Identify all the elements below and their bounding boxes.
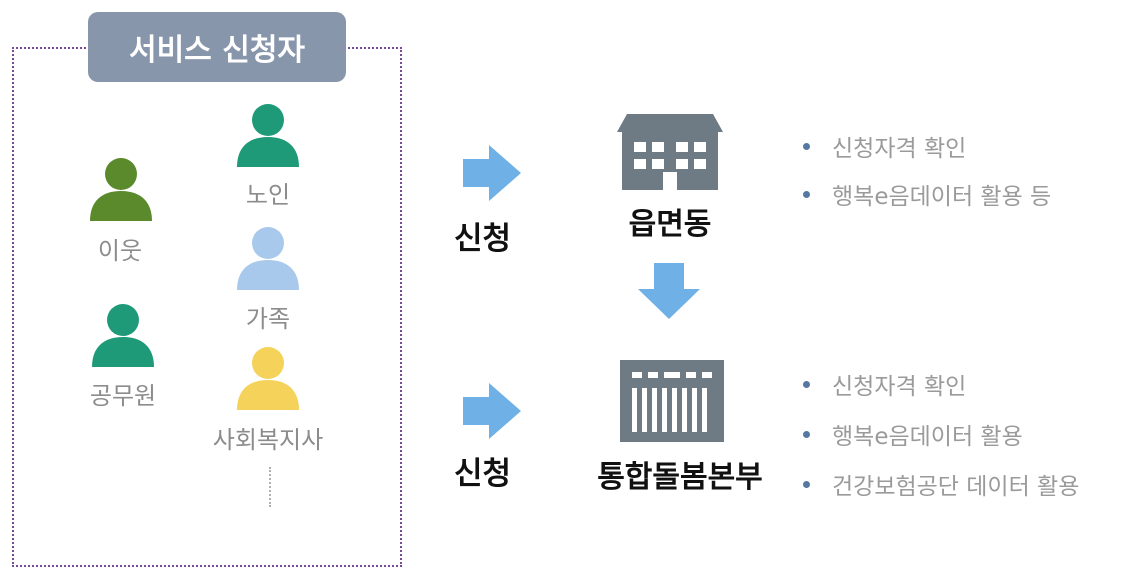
person-svg (237, 347, 299, 410)
list-item: 신청자격 확인 (803, 130, 1051, 162)
bullet-dot-icon (803, 190, 810, 198)
arrow-right-icon (463, 383, 521, 439)
person-svg (237, 227, 299, 290)
bullet-dot-icon (803, 142, 810, 150)
task-text: 행복e음데이터 활용 등 (832, 184, 1052, 210)
applicant-frame (12, 47, 402, 567)
person-label-neighbor: 이웃 (97, 237, 143, 265)
more-ellipsis (269, 467, 273, 507)
person-icon-official (92, 303, 154, 367)
apply-label: 신청 (454, 221, 512, 257)
task-text: 신청자격 확인 (832, 136, 967, 162)
government-building-icon (620, 360, 724, 442)
task-list-bottom: 신청자격 확인 행복e음데이터 활용 건강보험공단 데이터 활용 (803, 368, 1079, 500)
list-item: 신청자격 확인 (803, 368, 1079, 400)
person-label-elderly: 노인 (245, 181, 291, 209)
applicant-frame-title: 서비스 신청자 (88, 12, 346, 82)
task-text: 신청자격 확인 (832, 374, 967, 400)
arrow-down-icon (638, 263, 700, 319)
person-icon-family (237, 226, 299, 290)
task-text: 건강보험공단 데이터 활용 (832, 474, 1080, 500)
person-svg (92, 304, 154, 367)
person-svg (90, 158, 152, 221)
person-icon-social-worker (237, 346, 299, 410)
office-name-top: 읍면동 (628, 207, 712, 242)
task-list-top: 신청자격 확인 행복e음데이터 활용 등 (803, 130, 1051, 210)
building-icon (617, 114, 723, 190)
person-svg (237, 104, 299, 167)
bullet-dot-icon (803, 430, 810, 438)
person-label-social-worker: 사회복지사 (212, 426, 324, 454)
list-item: 건강보험공단 데이터 활용 (803, 468, 1079, 500)
bullet-dot-icon (803, 380, 810, 388)
task-text: 행복e음데이터 활용 (832, 424, 1023, 450)
person-label-official: 공무원 (89, 382, 157, 410)
arrow-right-icon (463, 145, 521, 201)
bullet-dot-icon (803, 480, 810, 488)
person-icon-elderly (237, 103, 299, 167)
office-name-bottom: 통합돌봄본부 (597, 460, 763, 495)
apply-label: 신청 (454, 456, 512, 492)
list-item: 행복e음데이터 활용 (803, 418, 1079, 450)
person-label-family: 가족 (245, 305, 291, 333)
person-icon-neighbor (90, 157, 152, 221)
list-item: 행복e음데이터 활용 등 (803, 178, 1051, 210)
